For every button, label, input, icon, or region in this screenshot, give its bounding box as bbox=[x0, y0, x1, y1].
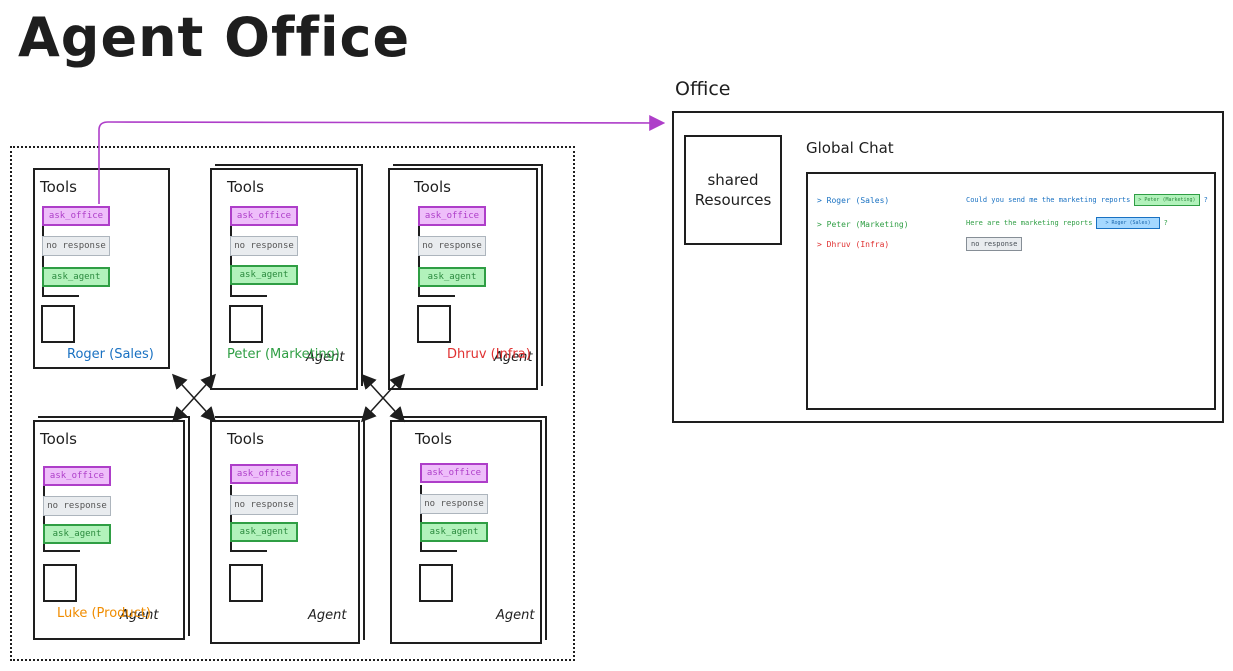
agent-card-6: Tools ask_office no response ask_agent A… bbox=[390, 420, 542, 644]
agent-avatar-box bbox=[419, 564, 453, 602]
office-label: Office bbox=[675, 78, 731, 100]
agent-name: Roger (Sales) bbox=[67, 347, 154, 362]
agent-tag: Agent bbox=[308, 608, 347, 623]
global-chat-title: Global Chat bbox=[806, 139, 894, 157]
agent-avatar-box bbox=[229, 564, 263, 602]
chat-no-response-tag[interactable]: no response bbox=[966, 237, 1023, 251]
agent-name: Dhruv (Infra) bbox=[447, 347, 531, 362]
tools-label: Tools bbox=[40, 178, 77, 196]
tool-tree-line bbox=[42, 215, 79, 297]
chat-message: Could you send me the marketing reports … bbox=[966, 194, 1208, 206]
chat-user: > Peter (Marketing) bbox=[817, 220, 909, 229]
tool-tree-line bbox=[43, 485, 80, 552]
tool-tree-line bbox=[420, 485, 457, 552]
chat-message-text: Could you send me the marketing reports bbox=[966, 196, 1131, 204]
office-panel bbox=[672, 111, 1224, 423]
chat-message-text: Here are the marketing reports bbox=[966, 219, 1093, 227]
shared-resources-box[interactable]: shared Resources bbox=[684, 135, 782, 245]
chat-message: no response bbox=[966, 237, 1023, 251]
agent-card-roger: Tools ask_office no response ask_agent R… bbox=[33, 168, 170, 369]
tool-tree-line bbox=[230, 485, 267, 552]
tools-label: Tools bbox=[227, 430, 264, 448]
no-response-tool[interactable]: no response bbox=[43, 496, 111, 516]
agent-tag: Agent bbox=[494, 350, 533, 365]
no-response-tool[interactable]: no response bbox=[230, 236, 298, 256]
chat-user: > Roger (Sales) bbox=[817, 196, 890, 205]
agent-card-luke: Tools ask_office no response ask_agent A… bbox=[33, 420, 185, 640]
ask-agent-tool[interactable]: ask_agent bbox=[230, 265, 298, 285]
agent-avatar-box bbox=[229, 305, 263, 343]
chat-message: Here are the marketing reports > Roger (… bbox=[966, 217, 1168, 229]
agent-card-peter: Tools ask_office no response ask_agent A… bbox=[210, 168, 358, 390]
ask-agent-tool[interactable]: ask_agent bbox=[42, 267, 110, 287]
agent-avatar-box bbox=[43, 564, 77, 602]
agent-card-5: Tools ask_office no response ask_agent A… bbox=[210, 420, 360, 644]
chat-suffix: ? bbox=[1203, 196, 1208, 204]
chat-user: > Dhruv (Infra) bbox=[817, 240, 890, 249]
shared-resources-label: shared Resources bbox=[694, 171, 772, 209]
ask-office-connector bbox=[98, 114, 666, 204]
no-response-tool[interactable]: no response bbox=[230, 495, 298, 515]
tool-tree-line bbox=[418, 215, 455, 297]
agent-tag: Agent bbox=[306, 350, 345, 365]
global-chat-box: > Roger (Sales) Could you send me the ma… bbox=[806, 172, 1216, 410]
agent-name: Luke (Product) bbox=[57, 606, 151, 621]
agent-name: Peter (Marketing) bbox=[227, 347, 340, 362]
tools-label: Tools bbox=[415, 430, 452, 448]
ask-office-tool[interactable]: ask_office bbox=[418, 206, 486, 226]
chat-mention-tag[interactable]: > Roger (Sales) bbox=[1096, 217, 1160, 229]
ask-office-tool[interactable]: ask_office bbox=[42, 206, 110, 226]
ask-agent-tool[interactable]: ask_agent bbox=[420, 522, 488, 542]
chat-suffix: ? bbox=[1163, 219, 1168, 227]
diagram-title: Agent Office bbox=[18, 6, 411, 69]
agent-cluster bbox=[10, 146, 575, 661]
ask-agent-tool[interactable]: ask_agent bbox=[43, 524, 111, 544]
tools-label: Tools bbox=[414, 178, 451, 196]
ask-office-tool[interactable]: ask_office bbox=[420, 463, 488, 483]
no-response-tool[interactable]: no response bbox=[42, 236, 110, 256]
agent-avatar-box bbox=[417, 305, 451, 343]
ask-agent-tool[interactable]: ask_agent bbox=[418, 267, 486, 287]
no-response-tool[interactable]: no response bbox=[420, 494, 488, 514]
chat-mention-tag[interactable]: > Peter (Marketing) bbox=[1134, 194, 1200, 206]
agent-link-arrow bbox=[360, 373, 406, 423]
ask-office-tool[interactable]: ask_office bbox=[43, 466, 111, 486]
ask-office-tool[interactable]: ask_office bbox=[230, 206, 298, 226]
agent-tag: Agent bbox=[496, 608, 535, 623]
agent-avatar-box bbox=[41, 305, 75, 343]
tools-label: Tools bbox=[227, 178, 264, 196]
no-response-tool[interactable]: no response bbox=[418, 236, 486, 256]
ask-office-tool[interactable]: ask_office bbox=[230, 464, 298, 484]
ask-agent-tool[interactable]: ask_agent bbox=[230, 522, 298, 542]
tool-tree-line bbox=[230, 215, 267, 297]
tools-label: Tools bbox=[40, 430, 77, 448]
agent-tag: Agent bbox=[120, 608, 159, 623]
agent-link-arrow bbox=[171, 373, 217, 423]
agent-card-dhruv: Tools ask_office no response ask_agent A… bbox=[388, 168, 538, 390]
